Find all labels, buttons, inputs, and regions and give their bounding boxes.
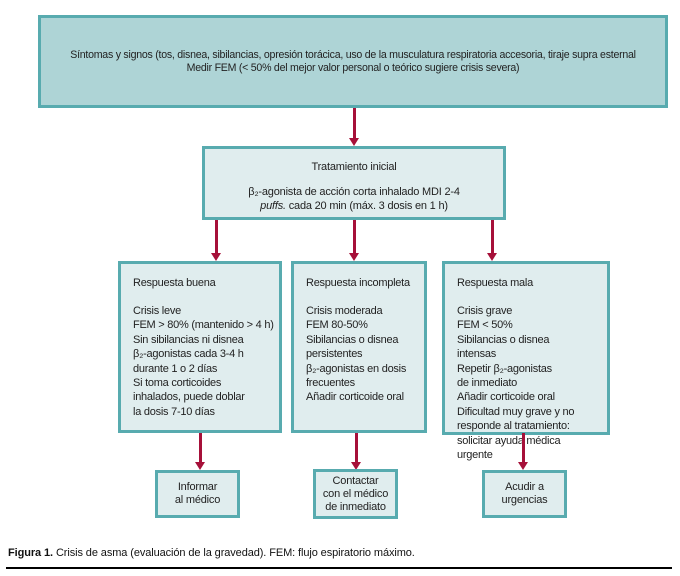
symptoms-line-2: Medir FEM (< 50% del mejor valor persona… — [186, 61, 520, 74]
symptoms-box: Síntomas y signos (tos, disnea, sibilanc… — [38, 15, 668, 108]
flow-arrow-to-inform-doctor — [193, 433, 207, 470]
flow-arrow-to-good-response — [209, 220, 223, 261]
box-text-line: FEM 80-50% — [306, 319, 368, 332]
box-text-line: Contactar — [332, 474, 379, 487]
arrow-down-icon — [351, 462, 361, 470]
box-text-line: Añadir corticoide oral — [306, 391, 404, 404]
treatment-dose-line-2: puffs. cada 20 min (máx. 3 dosis en 1 h) — [205, 200, 503, 214]
box-text-line: con el médico — [322, 487, 389, 500]
box-text-line: Crisis leve — [133, 305, 181, 317]
flow-arrow-to-incomplete-response — [347, 220, 361, 261]
arrow-down-icon — [518, 462, 528, 470]
box-text-line: Crisis grave — [457, 305, 513, 317]
box-text-line: persistentes — [306, 348, 363, 361]
flow-arrow-to-bad-response — [485, 220, 499, 261]
figure-caption-text: Crisis de asma (evaluación de la graveda… — [55, 547, 415, 559]
box-text-line: inhalados, puede doblar — [133, 391, 245, 404]
box-text-line: Sibilancias o disnea — [457, 333, 550, 346]
symptoms-line-1: Síntomas y signos (tos, disnea, sibilanc… — [70, 48, 636, 61]
box-text-line: Añadir corticoide oral — [457, 391, 555, 404]
arrow-line — [521, 433, 525, 462]
box-text-line: de inmediato — [325, 500, 386, 513]
box-text-line: al médico — [174, 494, 221, 506]
flow-arrow-symptoms-to-treatment — [347, 108, 361, 146]
go-to-er-box: Acudir a urgencias — [482, 470, 567, 518]
arrow-line — [352, 220, 356, 253]
box-title: Respuesta buena — [133, 277, 216, 289]
arrow-line — [490, 220, 494, 253]
arrow-down-icon — [195, 462, 205, 470]
box-text-line: responde al tratamiento: — [457, 420, 570, 433]
box-text-line: FEM > 80% (mantenido > 4 h) — [133, 319, 274, 332]
treatment-title: Tratamiento inicial — [311, 161, 397, 173]
box-text-line: urgencias — [501, 494, 548, 506]
arrow-down-icon — [211, 253, 221, 261]
figure-caption: Figura 1.Crisis de asma (evaluación de l… — [8, 547, 415, 559]
box-text-line: FEM < 50% — [457, 319, 513, 332]
arrow-down-icon — [349, 253, 359, 261]
arrow-line — [352, 108, 356, 138]
box-text-line: Repetir β₂-agonistas — [457, 362, 552, 375]
inform-doctor-box: Informar al médico — [155, 470, 240, 518]
caption-rule — [6, 567, 672, 569]
box-text-line: durante 1 o 2 días — [133, 362, 218, 375]
arrow-down-icon — [349, 138, 359, 146]
box-text-line: solicitar ayuda médica — [457, 434, 561, 447]
box-text-line: Informar — [177, 481, 218, 493]
arrow-line — [214, 220, 218, 253]
treatment-dose-line-1: β₂-agonista de acción corta inhalado MDI… — [248, 186, 460, 198]
box-text-line: β₂-agonistas cada 3-4 h — [133, 348, 244, 361]
arrow-line — [198, 433, 202, 462]
box-text-line: frecuentes — [306, 377, 355, 390]
box-text-line: Sibilancias o disnea — [306, 333, 399, 346]
contact-doctor-box: Contactar con el médico de inmediato — [313, 469, 398, 519]
flow-arrow-to-er — [516, 433, 530, 470]
figure-caption-label: Figura 1. — [8, 547, 53, 559]
box-text-line: Acudir a — [505, 481, 544, 493]
box-text-line: intensas — [457, 348, 496, 361]
box-text-line: urgente — [457, 449, 493, 462]
good-response-box: Respuesta buena Crisis leve FEM > 80% (m… — [118, 261, 282, 433]
arrow-line — [354, 433, 358, 462]
box-text-line: de inmediato — [457, 377, 517, 390]
box-title: Respuesta mala — [457, 277, 533, 289]
box-text-line: la dosis 7-10 días — [133, 405, 215, 418]
bad-response-box: Respuesta mala Crisis grave FEM < 50% Si… — [442, 261, 610, 461]
box-text-line: Sin sibilancias ni disnea — [133, 333, 244, 346]
box-text-line: Si toma corticoides — [133, 377, 222, 390]
box-text-line: β₂-agonistas en dosis — [306, 362, 407, 375]
incomplete-response-box: Respuesta incompleta Crisis moderada FEM… — [291, 261, 427, 433]
arrow-down-icon — [487, 253, 497, 261]
treatment-dose-italic: puffs. — [260, 199, 286, 212]
flow-arrow-to-contact-doctor — [349, 433, 363, 470]
box-text-line: Dificultad muy grave y no — [457, 405, 575, 418]
box-text-line: Crisis moderada — [306, 305, 383, 317]
box-title: Respuesta incompleta — [306, 277, 410, 289]
treatment-dose-rest: cada 20 min (máx. 3 dosis en 1 h) — [285, 199, 448, 212]
initial-treatment-box: Tratamiento inicial β₂-agonista de acció… — [202, 146, 506, 220]
